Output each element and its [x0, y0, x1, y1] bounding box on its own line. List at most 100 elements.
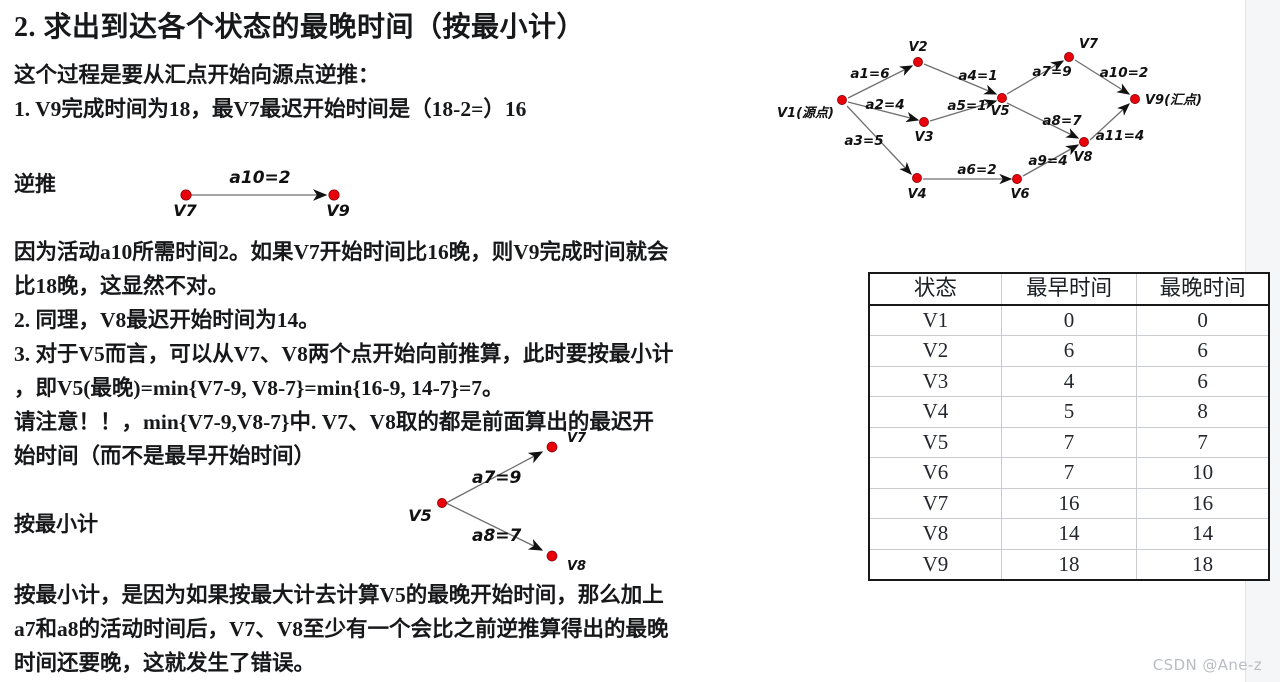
edge-label-a10: a10=2	[229, 168, 290, 188]
edge-label-a3: a3=5	[844, 133, 883, 149]
page-title: 2. 求出到达各个状态的最晚时间（按最小计）	[14, 12, 586, 43]
edge-label-a8: a8=7	[1042, 113, 1082, 129]
cell-earliest: 7	[1000, 426, 1138, 458]
cell-state: V6	[870, 457, 1002, 489]
text-step-2: 2. 同理，V8最迟开始时间为14。	[14, 308, 320, 332]
label-min-rule: 按最小计	[14, 512, 98, 536]
edge-label-a8: a8=7	[472, 526, 522, 546]
table-row: V5 7 7	[870, 426, 1268, 458]
cell-state: V9	[870, 548, 1002, 579]
cell-latest: 7	[1136, 426, 1268, 458]
table-row: V4 5 8	[870, 396, 1268, 428]
edge-label-a7: a7=9	[1032, 64, 1071, 80]
node-label-v8: V8	[1073, 150, 1092, 165]
table-row: V6 7 10	[870, 457, 1268, 489]
cell-latest: 0	[1136, 304, 1268, 336]
aoe-edges	[846, 59, 1131, 185]
col-header-latest: 最晚时间	[1136, 274, 1268, 306]
table-row: V2 6 6	[870, 335, 1268, 367]
diagram-v7-to-v9: a10=2 V7 V9	[173, 168, 350, 220]
node-label-v7: V7	[173, 201, 197, 220]
text-intro: 这个过程是要从汇点开始向源点逆推：	[14, 63, 380, 87]
node-v1-dot	[837, 95, 847, 105]
edge-label-a5: a5=1	[947, 98, 986, 114]
text-step-1: 1. V9完成时间为18，最V7最迟开始时间是（18-2=）16	[14, 97, 527, 121]
node-label-v1: V1(源点)	[777, 105, 834, 121]
node-v8-dot	[546, 550, 558, 562]
cell-state: V1	[870, 304, 1002, 336]
node-v5-dot	[437, 498, 447, 508]
cell-latest: 18	[1136, 548, 1268, 579]
watermark: CSDN @Ane-z	[1152, 656, 1262, 674]
cell-state: V3	[870, 365, 1002, 397]
node-label-v8: V8	[567, 559, 586, 573]
node-v6-dot	[1012, 174, 1022, 184]
table-row: V7 16 16	[870, 487, 1268, 519]
cell-latest: 10	[1136, 457, 1268, 489]
text-end-line2: a7和a8的活动时间后，V7、V8至少有一个会比之前逆推算得出的最晚	[14, 617, 669, 641]
cell-latest: 8	[1136, 396, 1268, 428]
node-label-v4: V4	[907, 187, 926, 202]
cell-earliest: 14	[1000, 518, 1138, 550]
node-v3-dot	[919, 117, 929, 127]
text-step3-line2: ，即V5(最晚)=min{V7-9, V8-7}=min{16-9, 14-7}…	[14, 376, 504, 400]
edge-label-a1: a1=6	[850, 66, 889, 82]
text-para1-line1: 因为活动a10所需时间2。如果V7开始时间比16晚，则V9完成时间就会	[14, 240, 669, 264]
node-v9-dot	[328, 189, 340, 201]
diagram-v5-fork: V5 V7 V8 a7=9 a8=7	[408, 431, 587, 573]
node-v9-dot	[1130, 94, 1140, 104]
node-v2-dot	[913, 57, 923, 67]
aoe-nodes	[837, 52, 1140, 184]
node-label-v9: V9(汇点)	[1145, 92, 1202, 108]
cell-state: V2	[870, 335, 1002, 367]
cell-earliest: 7	[1000, 457, 1138, 489]
edge-label-a6: a6=2	[957, 162, 996, 178]
text-end-line1: 按最小计，是因为如果按最大计去计算V5的最晚开始时间，那么加上	[14, 583, 664, 607]
text-end-line3: 时间还要晚，这就发生了错误。	[14, 651, 316, 675]
earliest-latest-time-table: 状态 最早时间 最晚时间 V1 0 0 V2 6 6 V3 4	[868, 272, 1270, 581]
aoe-network-diagram: V1(源点) V2 V3 V4 V5 V6 V7 V8 V9(汇点) a1=6 …	[777, 37, 1202, 202]
cell-earliest: 6	[1000, 335, 1138, 367]
node-v4-dot	[912, 173, 922, 183]
cell-earliest: 0	[1000, 304, 1138, 336]
node-v7-dot	[546, 441, 558, 453]
col-header-earliest: 最早时间	[1000, 274, 1138, 306]
cell-earliest: 5	[1000, 396, 1138, 428]
cell-earliest: 16	[1000, 487, 1138, 519]
text-step3-line1: 3. 对于V5而言，可以从V7、V8两个点开始向前推算，此时要按最小计	[14, 342, 674, 366]
cell-latest: 16	[1136, 487, 1268, 519]
text-note-line1: 请注意！！，min{V7-9,V8-7}中. V7、V8取的都是前面算出的最迟开	[14, 410, 654, 434]
cell-latest: 6	[1136, 335, 1268, 367]
table-row: V8 14 14	[870, 518, 1268, 550]
table-row: V9 18 18	[870, 548, 1268, 579]
node-v7-dot	[1064, 52, 1074, 62]
edge-label-a4: a4=1	[958, 68, 997, 84]
node-label-v5: V5	[408, 506, 432, 525]
table-row: V3 4 6	[870, 365, 1268, 397]
text-note-line2: 始时间（而不是最早开始时间）	[14, 444, 316, 468]
node-label-v7: V7	[1079, 37, 1099, 52]
node-label-v9: V9	[326, 201, 350, 220]
cell-state: V4	[870, 396, 1002, 428]
node-label-v3: V3	[914, 130, 933, 145]
cell-latest: 6	[1136, 365, 1268, 397]
label-reverse-derivation: 逆推	[14, 172, 56, 196]
table-row: V1 0 0	[870, 304, 1268, 336]
cell-state: V8	[870, 518, 1002, 550]
cell-earliest: 18	[1000, 548, 1138, 579]
node-label-v6: V6	[1010, 187, 1029, 202]
node-v7-dot	[180, 189, 192, 201]
text-para1-line2: 比18晚，这显然不对。	[14, 274, 230, 298]
edge-label-a7: a7=9	[472, 468, 522, 488]
node-v5-dot	[997, 93, 1007, 103]
edge-label-a9: a9=4	[1028, 153, 1067, 169]
node-label-v2: V2	[908, 40, 927, 55]
cell-latest: 14	[1136, 518, 1268, 550]
node-label-v7: V7	[567, 431, 587, 446]
node-label-v5: V5	[990, 104, 1009, 119]
cell-state: V5	[870, 426, 1002, 458]
cell-state: V7	[870, 487, 1002, 519]
edge-label-a2: a2=4	[865, 97, 904, 113]
cell-earliest: 4	[1000, 365, 1138, 397]
